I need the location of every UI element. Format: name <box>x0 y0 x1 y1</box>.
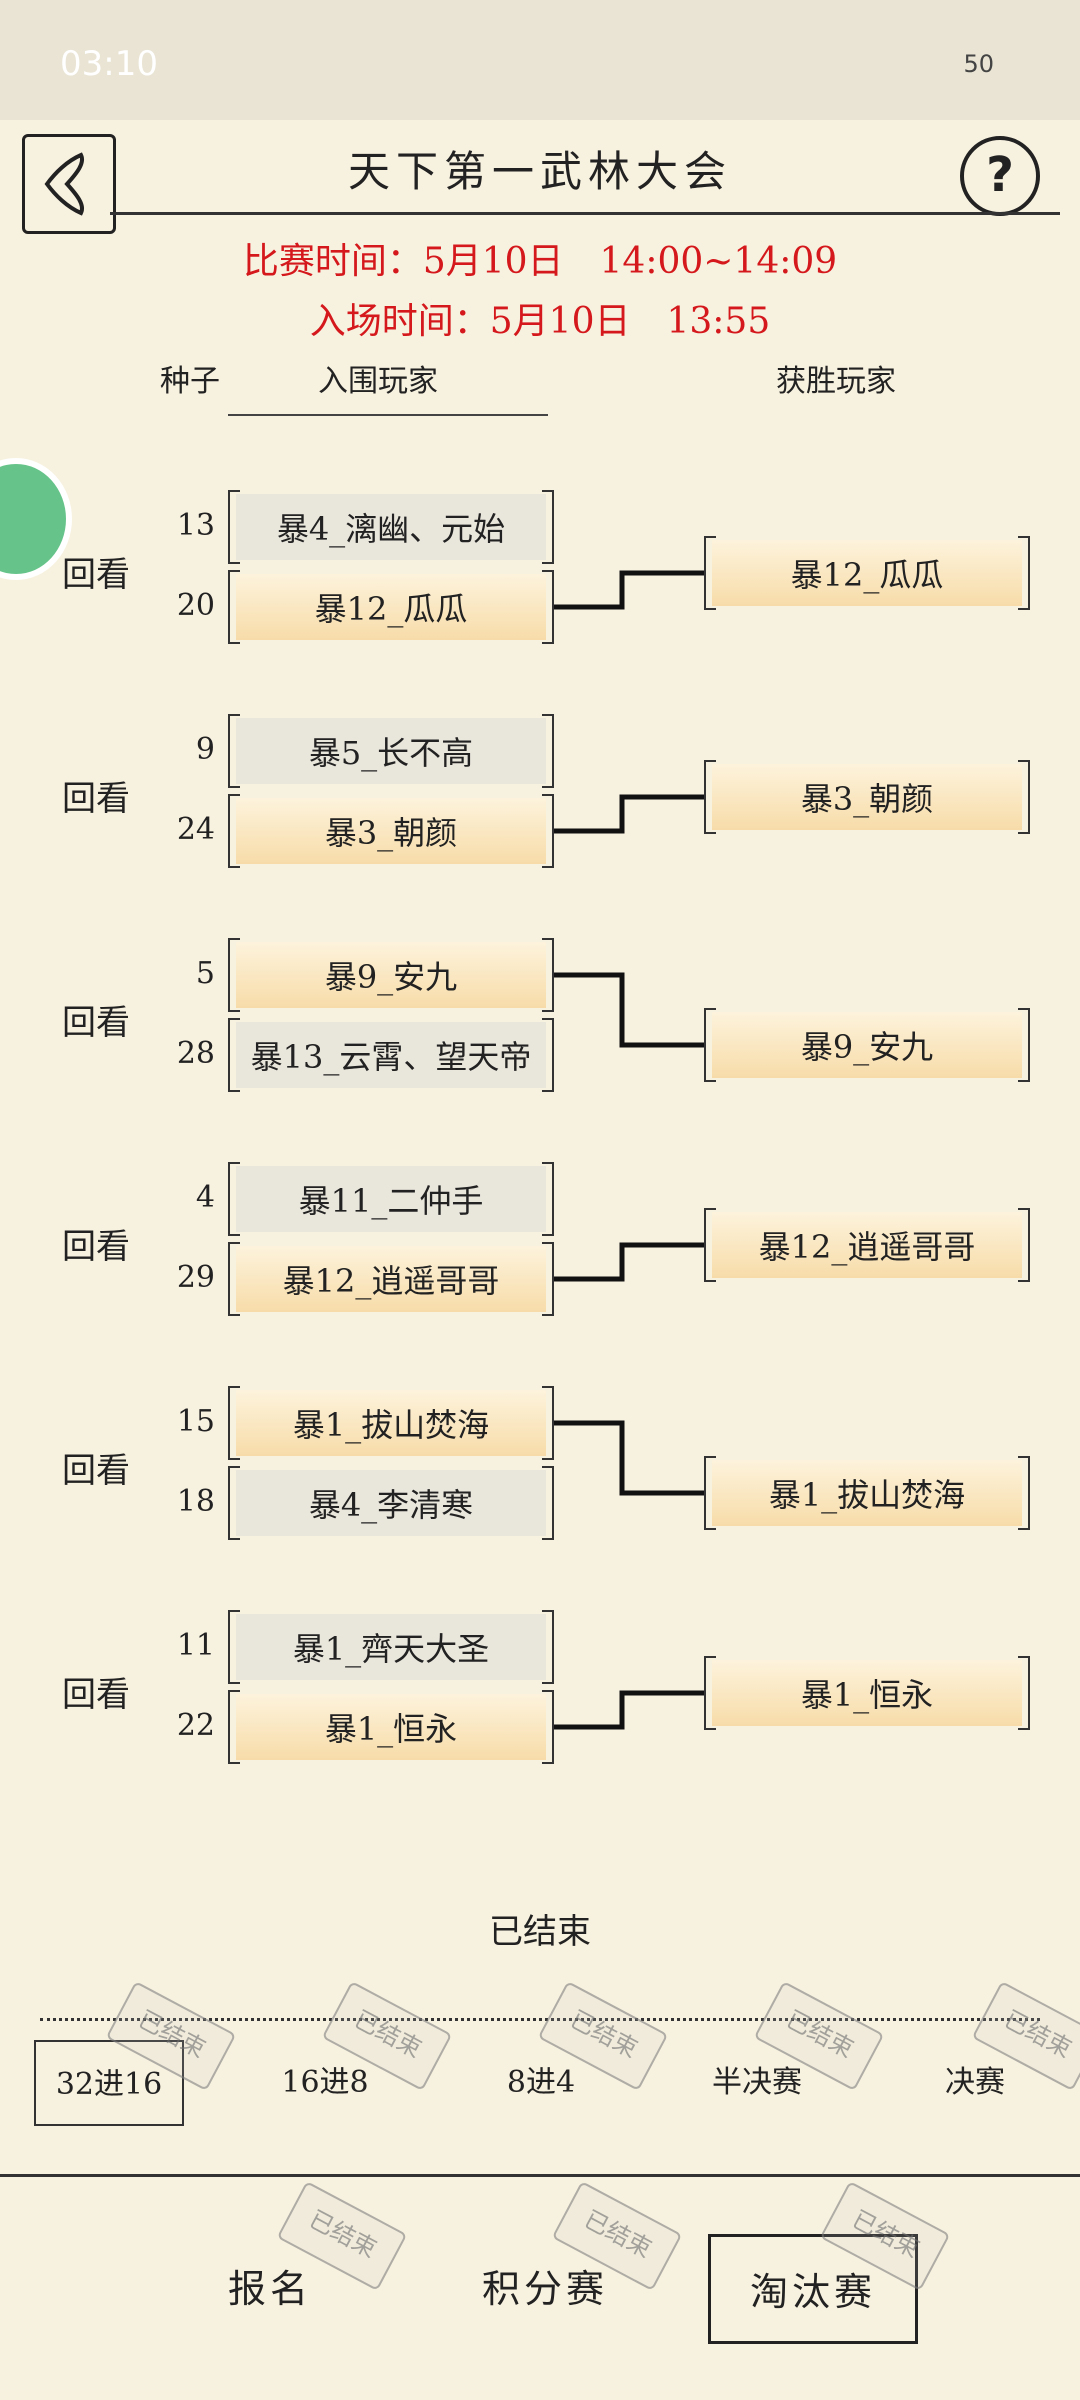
bracket-top-line <box>228 414 548 416</box>
seed-column-header: 种子 <box>160 364 220 399</box>
seed-number: 4 <box>195 1180 215 1215</box>
winner-slot[interactable]: 暴1_拔山焚海 <box>704 1456 1030 1530</box>
player-slot[interactable]: 暴11_二仲手 <box>228 1162 554 1236</box>
bracket-connector <box>552 972 704 1048</box>
winner-slot[interactable]: 暴12_瓜瓜 <box>704 536 1030 610</box>
player-slot[interactable]: 暴4_李清寒 <box>228 1466 554 1540</box>
seed-number: 5 <box>195 956 215 991</box>
bracket-connector <box>552 794 704 834</box>
seed-number: 24 <box>176 812 215 847</box>
status-time: 03:10 <box>60 44 158 84</box>
winner-slot[interactable]: 暴1_恒永 <box>704 1656 1030 1730</box>
entry-time: 入场时间：5月10日 13:55 <box>309 301 771 342</box>
winner-slot[interactable]: 暴3_朝颜 <box>704 760 1030 834</box>
bottom-tab[interactable]: 淘汰赛 <box>708 2234 918 2344</box>
bracket-connector <box>552 1420 704 1496</box>
finished-status: 已结束 <box>489 1912 591 1952</box>
player-slot[interactable]: 暴1_齊天大圣 <box>228 1610 554 1684</box>
page-title: 天下第一武林大会 <box>347 147 732 196</box>
seed-number: 13 <box>176 508 215 543</box>
bottom-tab[interactable]: 报名 <box>227 2267 312 2311</box>
seed-number: 29 <box>176 1260 215 1295</box>
seed-number: 11 <box>176 1628 215 1663</box>
player-slot[interactable]: 暴4_漓幽、元始 <box>228 490 554 564</box>
bracket-connector <box>552 1242 704 1282</box>
players-column-header: 入围玩家 <box>318 364 438 399</box>
player-slot[interactable]: 暴13_云霄、望天帝 <box>228 1018 554 1092</box>
seed-number: 9 <box>195 732 215 767</box>
back-button[interactable] <box>22 134 116 234</box>
player-slot[interactable]: 暴5_长不高 <box>228 714 554 788</box>
seed-number: 20 <box>176 588 215 623</box>
round-tab[interactable]: 半决赛 <box>712 2065 802 2100</box>
player-slot[interactable]: 暴12_逍遥哥哥 <box>228 1242 554 1316</box>
round-tab[interactable]: 决赛 <box>945 2065 1005 2100</box>
replay-button[interactable]: 回看 <box>62 1675 130 1715</box>
round-tab[interactable]: 32进16 <box>34 2040 184 2126</box>
player-slot[interactable]: 暴1_拔山焚海 <box>228 1386 554 1460</box>
round-divider <box>40 2018 1040 2021</box>
replay-button[interactable]: 回看 <box>62 1451 130 1491</box>
seed-number: 22 <box>176 1708 215 1743</box>
battery-level: 50 <box>963 50 994 78</box>
replay-button[interactable]: 回看 <box>62 779 130 819</box>
player-slot[interactable]: 暴12_瓜瓜 <box>228 570 554 644</box>
back-icon <box>44 152 84 216</box>
winner-slot[interactable]: 暴9_安九 <box>704 1008 1030 1082</box>
bracket-connector <box>552 570 704 610</box>
replay-button[interactable]: 回看 <box>62 1003 130 1043</box>
player-slot[interactable]: 暴1_恒永 <box>228 1690 554 1764</box>
replay-button[interactable]: 回看 <box>62 1227 130 1267</box>
winner-slot[interactable]: 暴12_逍遥哥哥 <box>704 1208 1030 1282</box>
bottom-tab[interactable]: 积分赛 <box>481 2267 608 2311</box>
seed-number: 15 <box>176 1404 215 1439</box>
bottom-divider <box>0 2174 1080 2177</box>
winner-column-header: 获胜玩家 <box>776 364 896 399</box>
player-slot[interactable]: 暴9_安九 <box>228 938 554 1012</box>
help-button[interactable]: ? <box>960 136 1040 216</box>
round-tab[interactable]: 8进4 <box>506 2065 576 2100</box>
seed-number: 18 <box>176 1484 215 1519</box>
player-slot[interactable]: 暴3_朝颜 <box>228 794 554 868</box>
status-bar: 03:10 50 <box>0 0 1080 120</box>
seed-number: 28 <box>176 1036 215 1071</box>
replay-button[interactable]: 回看 <box>62 555 130 595</box>
header-divider <box>110 212 1060 215</box>
round-tab[interactable]: 16进8 <box>281 2065 369 2100</box>
match-time: 比赛时间：5月10日 14:00~14:09 <box>242 241 838 282</box>
bracket-connector <box>552 1690 704 1730</box>
